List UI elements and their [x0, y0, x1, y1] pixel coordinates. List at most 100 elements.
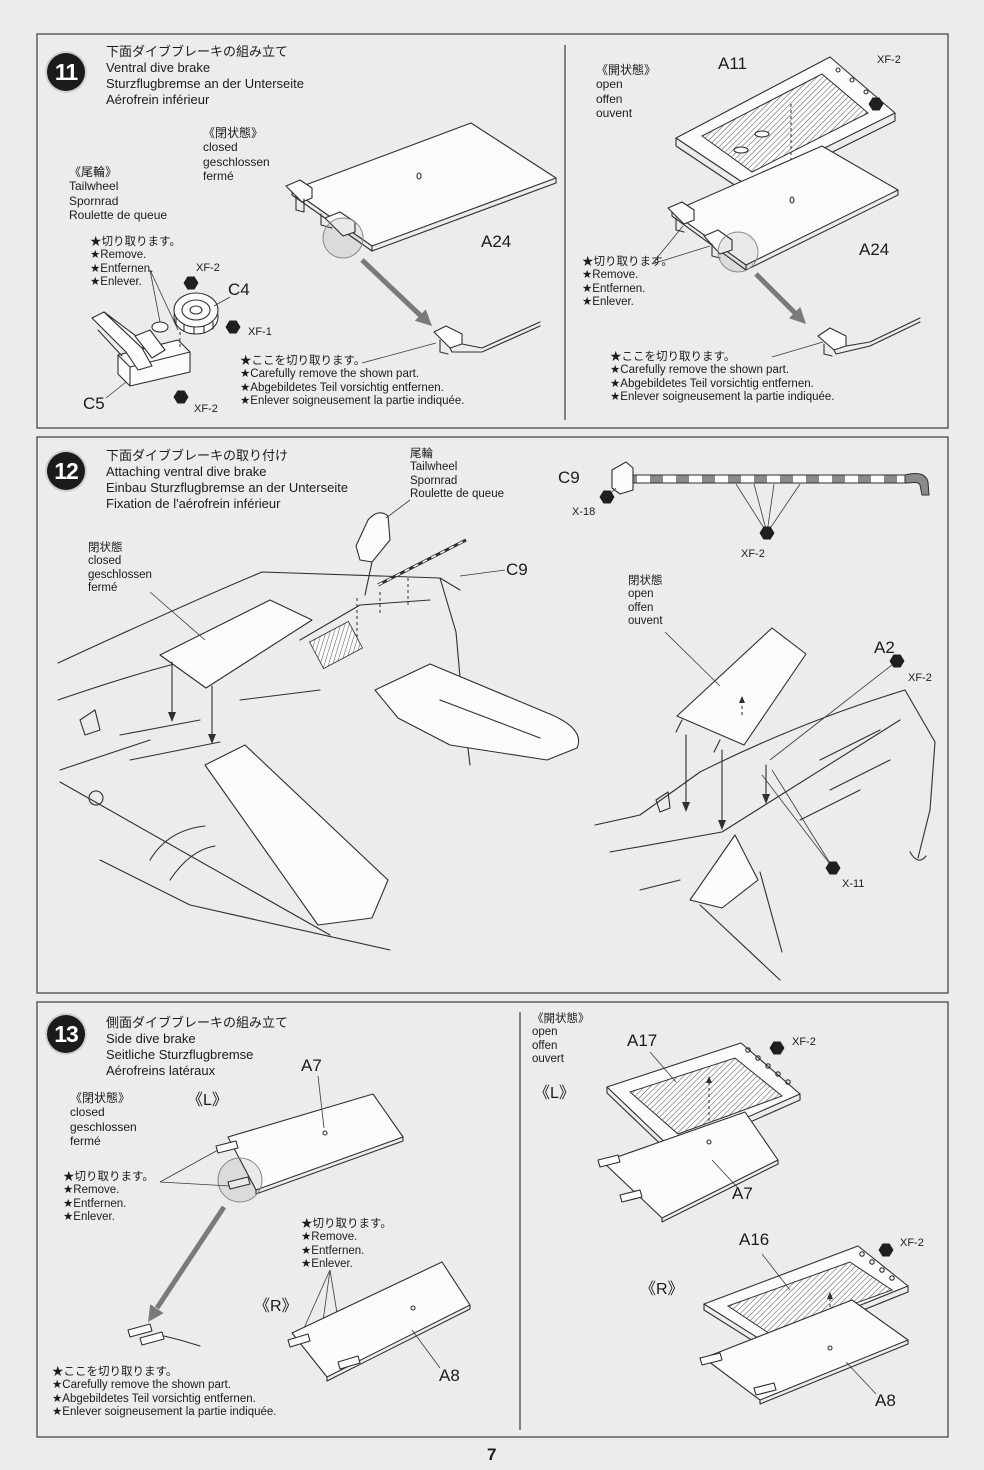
part-label-a8: A8: [439, 1366, 460, 1385]
closed-state-label-step12: 閉状態 closed geschlossen fermé: [88, 542, 152, 596]
side-label-right: 《R》: [254, 1298, 298, 1315]
part-label-a8-open: A8: [875, 1391, 896, 1410]
part-label-c4: C4: [228, 280, 250, 299]
part-label-a17: A17: [627, 1031, 658, 1050]
side-brake-a8-closed-drawing: [287, 1261, 471, 1382]
side-label-left-open: 《L》: [534, 1085, 575, 1102]
state-ja: 閉状態: [88, 542, 123, 554]
tailwheel-c5-fork-drawing: [91, 311, 191, 387]
side-label-left: 《L》: [187, 1092, 228, 1109]
tailwheel-fr: Roulette de queue: [410, 488, 504, 501]
title-de: Seitliche Sturzflugbremse: [106, 1047, 254, 1062]
step-11-number: 11: [47, 53, 85, 91]
part-label-a16: A16: [739, 1230, 770, 1249]
fuselage-open-brake-drawing: [594, 627, 936, 981]
paint-label-xf2-a16: XF-2: [900, 1237, 924, 1249]
note-en: ★Remove.: [301, 1231, 358, 1244]
state-fr: ouvent: [596, 106, 633, 121]
tailwheel-fr: Roulette de queue: [69, 208, 168, 223]
cut-point-highlight: [322, 217, 364, 259]
state-de: geschlossen: [88, 568, 152, 581]
careful-remove-note-open: ★ここを切り取ります。 ★Carefully remove the shown …: [610, 351, 834, 405]
title-fr: Aérofreins latéraux: [106, 1063, 216, 1078]
note-de: ★Entfernen.: [63, 1197, 127, 1210]
note-de: ★Entfernen.: [90, 262, 154, 275]
paint-label-x18: X-18: [572, 506, 596, 518]
tailwheel-en: Tailwheel: [69, 179, 119, 194]
open-leaders: [651, 225, 824, 358]
state-en: open: [532, 1026, 558, 1039]
part-label-a7-open: A7: [732, 1184, 753, 1203]
remove-note-open: ★切り取ります。 ★Remove. ★Entfernen. ★Enlever.: [582, 256, 673, 310]
state-en: open: [628, 588, 654, 601]
side-brake-a7-open-drawing: [597, 1111, 779, 1223]
state-de: offen: [628, 601, 654, 614]
state-fr: fermé: [88, 582, 118, 595]
state-en: closed: [203, 140, 238, 155]
note-fr: ★Enlever soigneusement la partie indiqué…: [610, 391, 835, 404]
closed-state-label-step13: 《閉状態》 closed geschlossen fermé: [70, 1091, 137, 1149]
part-label-c5: C5: [83, 394, 105, 413]
paint-marker-x11: [825, 861, 841, 875]
side-label-right-open: 《R》: [640, 1281, 684, 1298]
paint-label-xf2-a2: XF-2: [908, 672, 932, 684]
cut-detail-inset-side: [127, 1323, 201, 1347]
note-ja: ★ここを切り取ります。: [610, 351, 736, 363]
note-ja: ★切り取ります。: [582, 256, 673, 268]
title-en: Side dive brake: [106, 1031, 196, 1046]
paint-marker-xf2-bands: [759, 526, 775, 540]
state-fr: ouvent: [628, 615, 663, 628]
state-ja: 《閉状態》: [70, 1091, 131, 1105]
open-state-label-step13: 《開状態》 open offen ouvert: [532, 1013, 590, 1067]
note-ja: ★切り取ります。: [301, 1218, 392, 1230]
title-fr: Aérofrein inférieur: [106, 92, 210, 107]
paint-label-x11: X-11: [842, 878, 865, 890]
tailwheel-de: Spornrad: [69, 193, 119, 208]
cut-detail-inset-open: [817, 317, 921, 357]
state-fr: fermé: [203, 169, 234, 184]
open-state-label-step12: 閉状態 open offen ouvent: [628, 575, 663, 629]
state-de: offen: [596, 91, 623, 106]
state-fr: fermé: [70, 1134, 101, 1149]
title-ja: 下面ダイブブレーキの組み立て: [106, 44, 289, 59]
paint-label-xf2-a11: XF-2: [877, 54, 901, 66]
note-de: ★Abgebildetes Teil vorsichtig entfernen.: [52, 1392, 256, 1405]
note-fr: ★Enlever.: [90, 276, 142, 289]
tailwheel-ja: 《尾輪》: [69, 165, 118, 179]
note-ja: ★切り取ります。: [90, 236, 181, 248]
step-12-title: 下面ダイブブレーキの取り付け Attaching ventral dive br…: [106, 448, 348, 512]
state-ja: 閉状態: [628, 575, 663, 587]
state-en: closed: [70, 1105, 105, 1120]
note-ja: ★ここを切り取ります。: [240, 355, 366, 367]
step-12-number: 12: [47, 452, 85, 490]
tailwheel-c4-wheel-drawing: [151, 292, 219, 350]
fuselage-closed-brake-drawing: [57, 499, 580, 951]
open-state-label: 《開状態》 open offen ouvent: [596, 63, 656, 121]
step-13-title: 側面ダイブブレーキの組み立て Side dive brake Seitliche…: [106, 1015, 288, 1079]
state-ja: 《開状態》: [532, 1013, 590, 1025]
careful-remove-note-step13: ★ここを切り取ります。 ★Carefully remove the shown …: [52, 1366, 276, 1420]
careful-note-leader: [361, 342, 437, 364]
remove-note: ★切り取ります。 ★Remove. ★Entfernen. ★Enlever.: [90, 236, 181, 290]
dive-brake-a24-open-drawing: [667, 145, 899, 271]
part-label-c9-detail: C9: [558, 468, 580, 487]
state-en: open: [596, 77, 623, 92]
side-brake-a7-closed-drawing: [215, 1075, 404, 1195]
note-de: ★Entfernen.: [301, 1244, 365, 1257]
paint-label-xf2-wheel: XF-2: [196, 262, 220, 274]
side-brake-a8-open-drawing: [699, 1299, 909, 1405]
note-fr: ★Enlever.: [301, 1258, 353, 1271]
paint-label-xf1-hub: XF-1: [248, 326, 272, 338]
part-label-a24: A24: [481, 232, 512, 251]
careful-remove-note: ★ここを切り取ります。 ★Carefully remove the shown …: [240, 355, 464, 409]
state-de: geschlossen: [203, 154, 270, 169]
paint-label-xf2-fork: XF-2: [194, 403, 218, 415]
state-fr: ouvert: [532, 1053, 564, 1066]
tailwheel-label-step12: 尾輪 Tailwheel Spornrad Roulette de queue: [410, 448, 504, 502]
paint-label-xf2-a17: XF-2: [792, 1036, 816, 1048]
part-label-a24-open: A24: [859, 240, 890, 259]
note-en: ★Carefully remove the shown part.: [240, 368, 420, 381]
paint-marker-xf2-a16: [878, 1243, 894, 1257]
state-de: offen: [532, 1039, 558, 1052]
